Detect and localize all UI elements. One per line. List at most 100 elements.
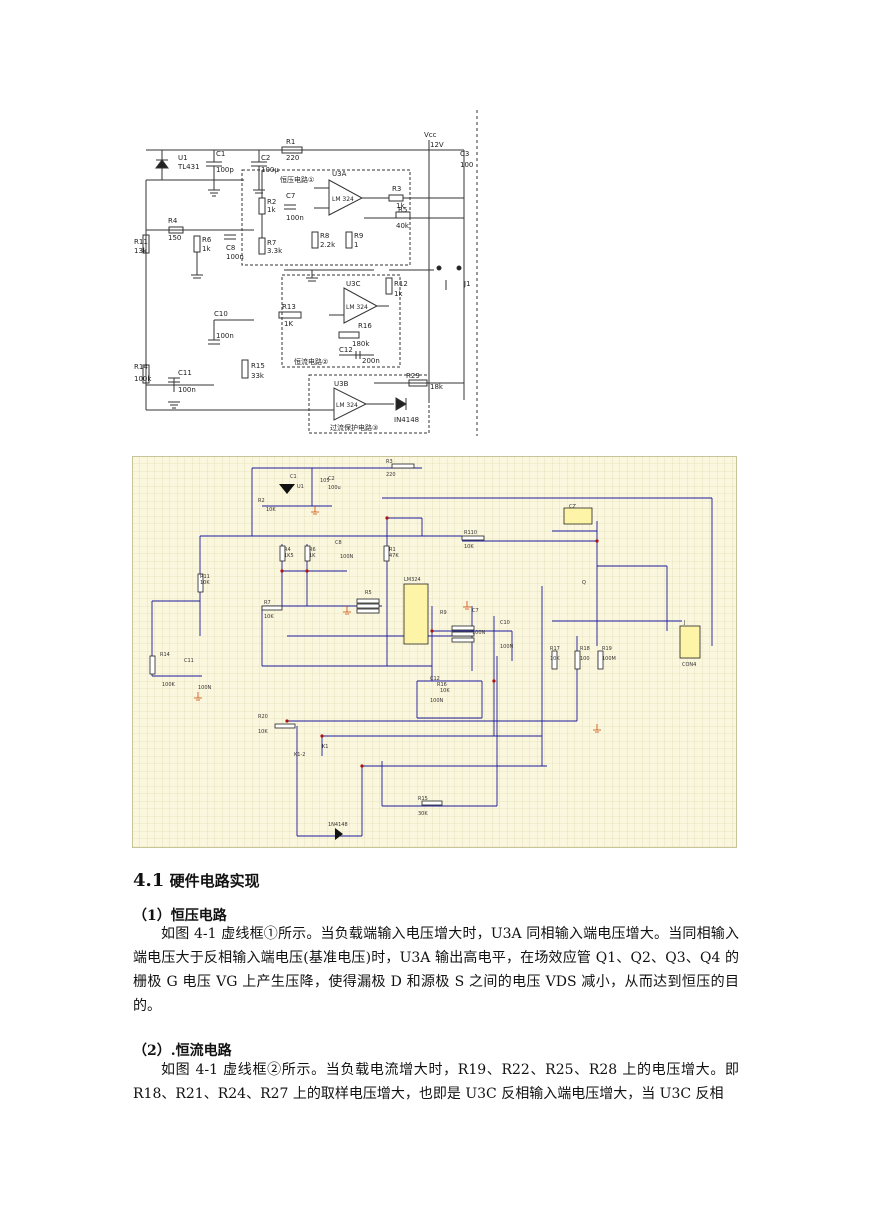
f2-r14-label: R14 [160,652,170,658]
f2-lm-label: LM324 [404,577,421,583]
c1-label: C1 [216,150,225,158]
f2-r15-value: 30K [418,811,428,817]
r3-value: 1k [396,202,405,210]
r8-label: R8 [320,232,329,240]
f2-r5-label: R5 [365,590,372,596]
lm324c-label: LM 324 [346,304,368,311]
f2-c7-label: C7 [472,608,479,614]
f2-cz-label: CZ [569,504,576,510]
r13-label: R13 [282,303,296,311]
f2-r16-value: 10K [440,688,450,694]
f2-q-label: Q [582,580,586,586]
box2-label: 恒流电路② [294,357,328,366]
f2-k1-label: K1 [322,744,328,750]
r15-value: 33k [251,372,265,380]
f2-k12-label: K1-2 [294,752,305,758]
c2-label: C2 [261,154,270,162]
r14-value: 100k [134,375,152,383]
subsection-heading-2: （2）.恒流电路 [133,1043,232,1059]
section-title: 硬件电路实现 [169,872,260,890]
f2-c1-label: C1 [290,474,297,480]
r4-label: R4 [168,217,178,225]
r5-label: R5 [398,206,407,214]
f2-r20-value: 10K [258,729,268,735]
f2-r15-label: R15 [418,796,428,802]
r4-value: 150 [168,234,181,242]
paragraph-2: 如图 4-1 虚线框②所示。当负载电流增大时，R19、R22、R25、R28 上… [133,1062,739,1102]
r14-label: R14 [134,363,148,371]
subsection-heading-1: （1）恒压电路 [133,908,227,924]
f2-c10-value: 100N [500,644,514,650]
paragraph-1: 如图 4-1 虚线框①所示。当负载端输入电压增大时，U3A 同相输入端电压增大。… [133,926,739,1014]
f2-c2-label: C2 [328,476,335,482]
f2-c11-value: 100N [198,685,212,691]
c8-label: C8 [226,244,235,252]
f2-r4-value: 1K5 [284,553,294,559]
r6-label: R6 [202,236,212,244]
c2-value: 100μ [261,166,279,174]
u3c-label: U3C [346,280,361,288]
r9-value: 1 [354,241,358,249]
r1-label: R1 [286,138,295,146]
r1-value: 220 [286,154,299,162]
f2-r16-label: R16 [437,682,447,688]
grid-schematic-figure: R3 220 C1 105 C2 100u U1 R2 10K CZ R4 1K… [132,456,737,848]
r29-label: R29 [406,372,420,380]
f2-r7-value: 10K [264,614,274,620]
c7-value: 100n [286,214,304,222]
r11-label: R11 [134,238,148,246]
f2-c7-value: 100N [472,630,486,636]
r9-label: R9 [354,232,363,240]
f2-c8-value: 100N [340,554,354,560]
r7-label: R7 [267,239,276,247]
f2-r110-label: R110 [464,530,477,536]
c3-label: C3 [460,150,469,158]
r5-value: 40k [396,222,410,230]
f2-r18-value: 100 [580,656,590,662]
f2-c8-label: C8 [335,540,342,546]
f2-r1-value: 47K [389,553,399,559]
f2-r9-label: R9 [440,610,447,616]
f2-r17-label: R17 [550,646,560,652]
c12-value: 200n [362,357,380,365]
figure1-labels: R1 220 Vcc 12V C3 100 U1 TL431 C1 100p C… [134,131,473,432]
f2-r19-value: 100M [602,656,616,662]
figure2-labels: R3 220 C1 105 C2 100u U1 R2 10K CZ R4 1K… [160,459,696,828]
c10-value: 100n [216,332,234,340]
c8-value: 100n [226,253,244,261]
f2-c12-label: C12 [430,676,440,682]
circuit-schematic-figure: R1 220 Vcc 12V C3 100 U1 TL431 C1 100p C… [134,110,478,436]
f2-r2-value: 10K [266,507,276,513]
c11-label: C11 [178,369,192,377]
section-heading: 4.1 硬件电路实现 [133,870,260,891]
r16-value: 180k [352,340,370,348]
box3-label: 过流保护电路③ [330,423,378,432]
f2-r4-label: R4 [284,547,291,553]
section-number: 4.1 [133,870,165,891]
r29-value: 18k [430,383,444,391]
f2-r3-value: 220 [386,472,396,478]
r8-value: 2.2k [320,241,336,249]
r2-value: 1k [267,206,276,214]
r16-label: R16 [358,322,372,330]
f2-r2-label: R2 [258,498,265,504]
f2-r110-value: 10K [464,544,474,550]
r13-value: 1K [284,320,293,328]
r6-value: 1k [202,245,211,253]
r12-label: R12 [394,280,408,288]
f2-r7-label: R7 [264,600,271,606]
f2-r11-value: 10K [200,580,210,586]
vcc-label: Vcc [424,131,437,139]
u3a-label: U3A [332,170,347,178]
f2-d1-label: 1N4148 [328,822,348,828]
f2-j-value: CON4 [682,662,696,668]
c10-label: C10 [214,310,228,318]
c1-value: 100p [216,166,234,174]
f2-r6-label: R6 [309,547,316,553]
c7-label: C7 [286,192,295,200]
box1-label: 恒压电路① [280,175,314,184]
r15-label: R15 [251,362,265,370]
c12-label: C12 [339,346,353,354]
r12-value: 1k [394,290,403,298]
tl431-label: TL431 [177,163,200,171]
